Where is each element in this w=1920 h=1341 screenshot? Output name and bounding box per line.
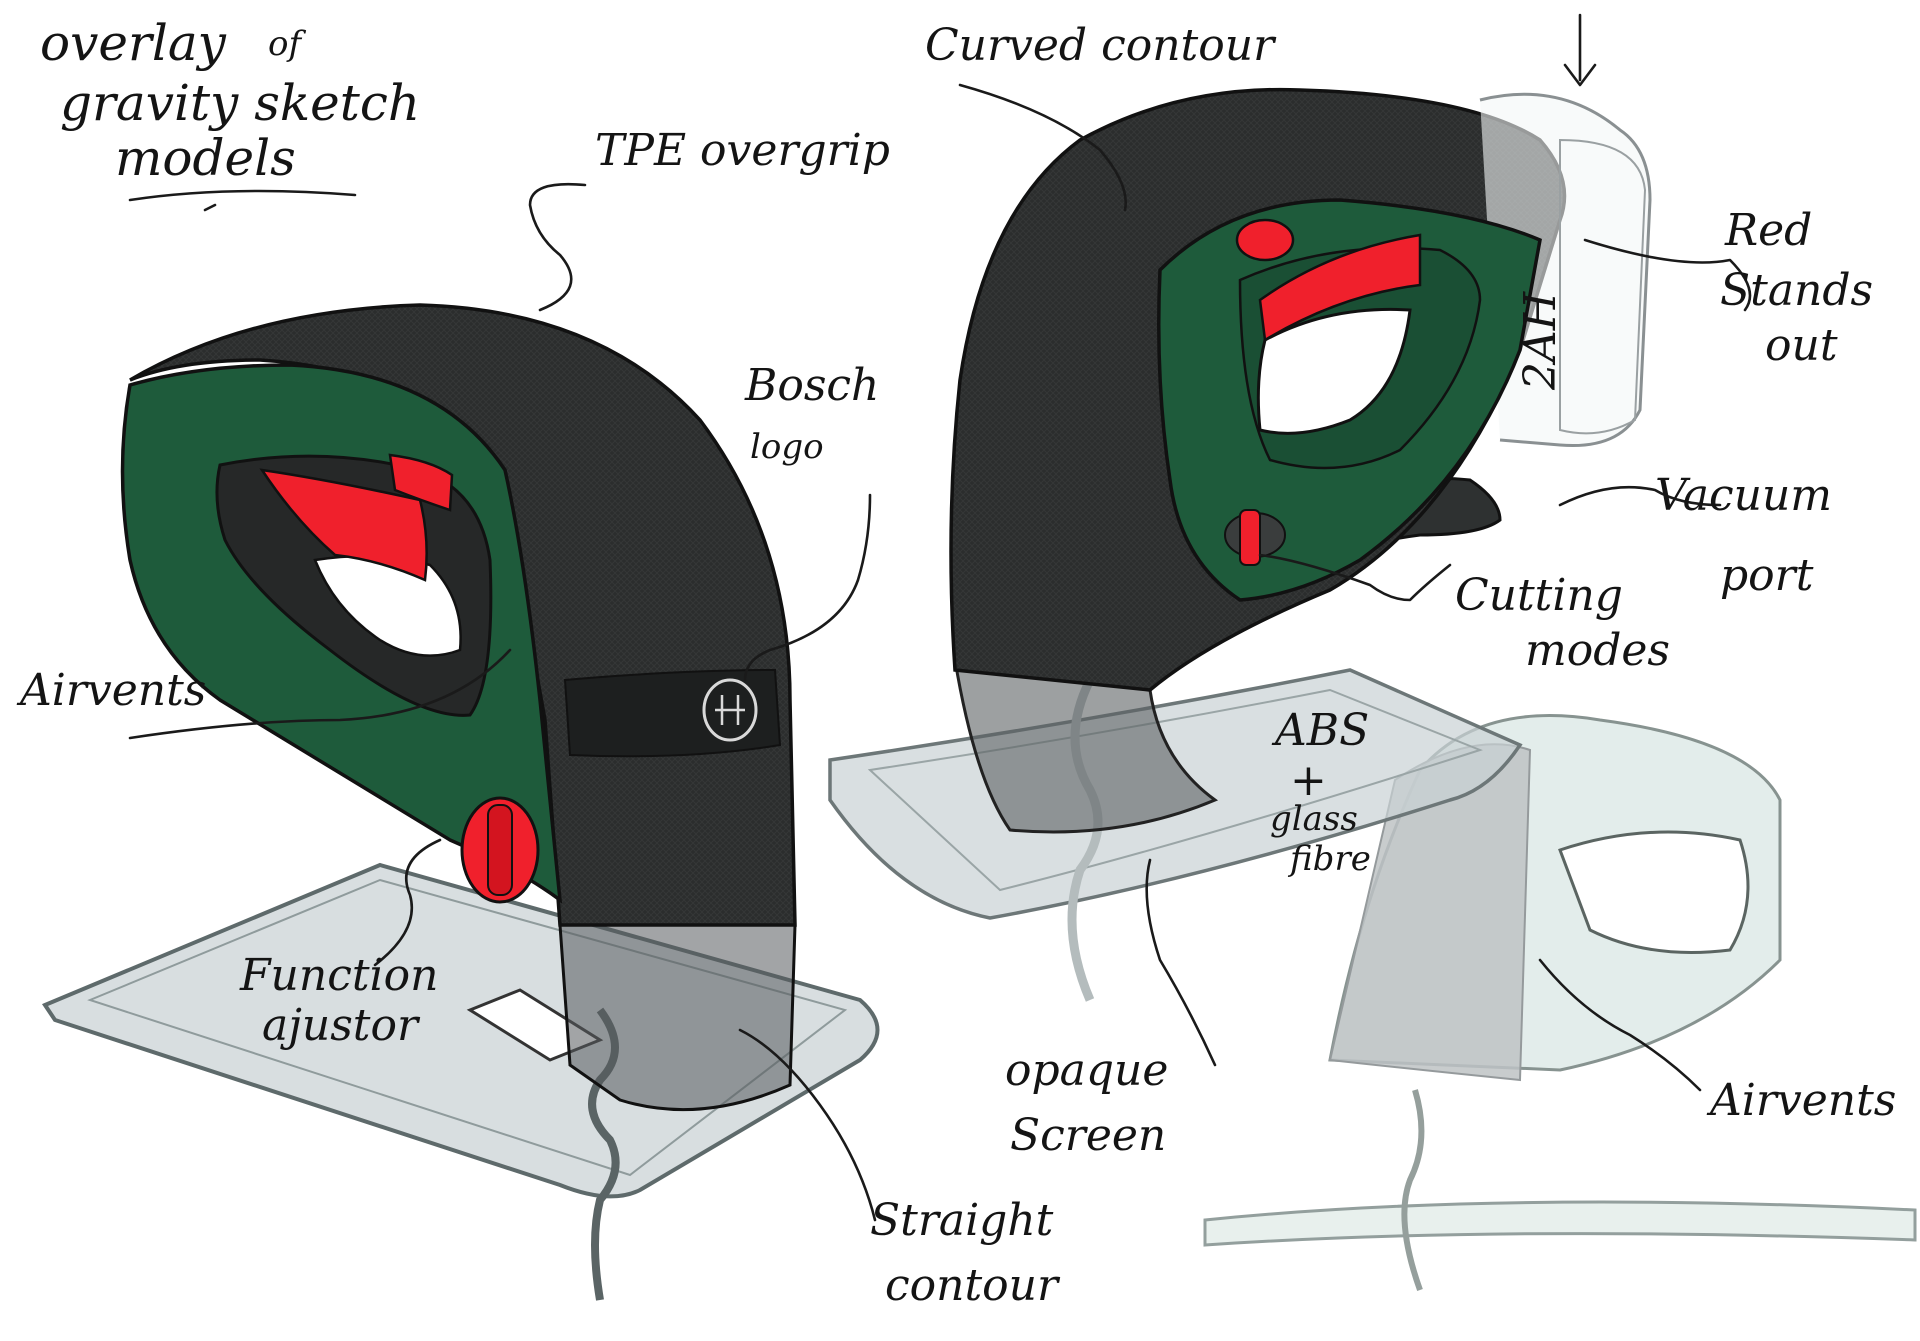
title-line-1b: of (268, 24, 306, 64)
right-handle-opening (1256, 307, 1412, 435)
right-red-lock-button (1235, 218, 1295, 262)
label-bosch-logo-2: logo (750, 427, 824, 467)
annotation-leaders (128, 13, 1752, 1222)
label-abs-glass-3: glass (1270, 799, 1358, 839)
label-red-stands-out-2: Stands (1720, 265, 1873, 316)
battery-pack (1479, 92, 1652, 448)
label-vacuum-port-2: port (1720, 550, 1814, 601)
left-logo-band (563, 668, 782, 758)
right-opaque-screen (953, 658, 1219, 834)
label-red-stands-out-3: out (1765, 320, 1838, 371)
label-function-adjustor-2: ajustor (262, 1000, 421, 1051)
label-airvents-left: Airvents (16, 665, 206, 716)
title-line-1: overlay (40, 14, 227, 72)
label-straight-contour-1: Straight (870, 1195, 1054, 1246)
label-opaque-screen-2: Screen (1010, 1110, 1166, 1161)
right-jigsaw-model (828, 87, 1652, 1002)
bosch-logo-icon (702, 678, 758, 742)
label-battery-2ah: 2AH (1515, 290, 1566, 391)
title-line-3: models (115, 129, 296, 187)
label-tpe-overgrip: TPE overgrip (595, 125, 890, 176)
left-jigsaw-model (41, 303, 880, 1301)
label-straight-contour-2: contour (885, 1260, 1061, 1311)
label-cutting-modes-2: modes (1525, 625, 1670, 676)
label-function-adjustor-1: Function (239, 950, 438, 1001)
label-abs-glass-2: + (1290, 755, 1327, 806)
right-red-trigger (1258, 233, 1422, 343)
left-tpe-overgrip (129, 303, 797, 927)
label-opaque-screen-1: opaque (1005, 1045, 1168, 1096)
function-adjustor-knob-icon (460, 796, 540, 904)
left-lower-screen (558, 923, 797, 1112)
ghost-base-plate (1203, 1200, 1917, 1247)
label-abs-glass-1: ABS (1271, 705, 1369, 756)
title-line-2: gravity sketch (60, 74, 420, 132)
label-red-stands-out-1: Red (1724, 205, 1812, 256)
title-note: overlay of gravity sketch models (40, 14, 420, 187)
label-vacuum-port-1: Vacuum (1655, 470, 1832, 521)
label-bosch-logo-1: Bosch (744, 360, 879, 411)
cutting-modes-switch-icon (1224, 509, 1286, 566)
label-curved-contour: Curved contour (925, 20, 1277, 71)
label-cutting-modes-1: Cutting (1455, 570, 1623, 621)
left-red-lock-button (388, 453, 454, 512)
label-abs-glass-4: fibre (1287, 839, 1371, 879)
label-airvents-right: Airvents (1706, 1075, 1896, 1126)
left-red-trigger (259, 468, 428, 582)
